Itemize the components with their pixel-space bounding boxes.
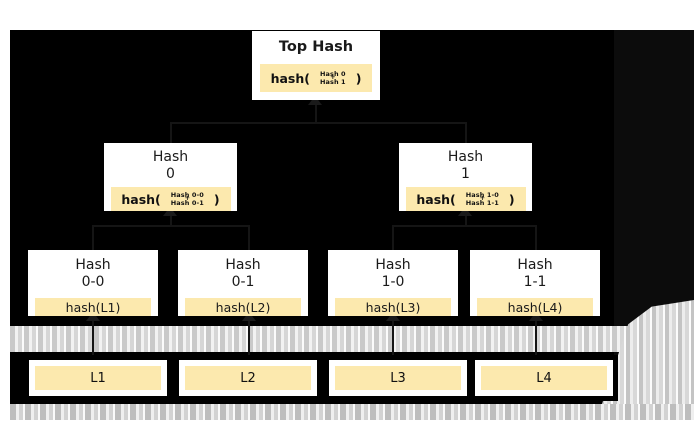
arrow-into-hash-1 <box>458 207 472 216</box>
top-hash-chip-operator: + <box>330 73 336 82</box>
edge-to-hash-1-0 <box>392 225 394 250</box>
edge-to-hash-0-0 <box>92 225 94 250</box>
hash-0-label: Hash 0 <box>152 149 189 182</box>
node-hash-1-1[interactable]: Hash 1-1 hash(L4) <box>470 250 600 316</box>
hash-1-label: Hash 1 <box>447 149 484 182</box>
node-hash-0-0[interactable]: Hash 0-0 hash(L1) <box>28 250 158 316</box>
hash-1-chip-fn: hash( <box>416 191 456 207</box>
edge-top-to-mid-stem <box>315 100 317 122</box>
hash-0-chip-args: Hash 0-0 + Hash 0-1 <box>171 192 204 207</box>
edge-l1-to-hash <box>92 316 94 356</box>
background-texture-band-lower <box>10 404 694 420</box>
edge-hash0-bar <box>92 225 248 227</box>
hash-1-chip-arg2: Hash 1-1 <box>465 198 499 207</box>
top-hash-chip-fn: hash( <box>270 70 310 86</box>
hash-0-chip-arg1: Hash 0-0 <box>170 190 204 199</box>
node-hash-0-1[interactable]: Hash 0-1 hash(L2) <box>178 250 308 316</box>
edge-to-hash-0 <box>170 122 172 143</box>
top-hash-chip-arg1: Hash 0 <box>319 69 346 78</box>
edge-to-hash-0-1 <box>248 225 250 250</box>
edge-to-hash-1 <box>465 122 467 143</box>
node-top-hash[interactable]: Top Hash hash( Hash 0 + Hash 1 ) <box>252 31 380 100</box>
hash-1-1-chip: hash(L4) <box>477 298 593 316</box>
data-block-l3[interactable]: L3 <box>324 355 472 401</box>
edge-to-hash-1-1 <box>535 225 537 250</box>
hash-1-chip-operator: + <box>479 194 486 203</box>
hash-0-chip-close: ) <box>213 191 220 207</box>
node-hash-1[interactable]: Hash 1 hash( Hash 1-0 + Hash 1-1 ) <box>399 143 532 211</box>
hash-0-chip-operator: + <box>184 194 191 203</box>
hash-0-1-label: Hash 0-1 <box>225 257 261 290</box>
arrow-into-top-hash <box>308 96 322 105</box>
hash-0-1-chip: hash(L2) <box>185 298 301 316</box>
background-texture-band <box>10 326 694 352</box>
hash-0-chip: hash( Hash 0-0 + Hash 0-1 ) <box>110 187 231 211</box>
top-hash-chip-arg2: Hash 1 <box>319 78 346 87</box>
hash-0-chip-arg2: Hash 0-1 <box>170 198 204 207</box>
edge-l3-to-hash <box>392 316 394 356</box>
hash-1-chip-args: Hash 1-0 + Hash 1-1 <box>466 192 499 207</box>
hash-1-chip-close: ) <box>508 191 515 207</box>
top-hash-label: Top Hash <box>278 39 354 55</box>
top-hash-chip-close: ) <box>355 70 362 86</box>
data-block-l4-label: L4 <box>481 366 607 390</box>
arrow-into-hash-0-1 <box>242 312 256 321</box>
edge-l4-to-hash <box>535 316 537 356</box>
hash-0-0-label: Hash 0-0 <box>75 257 111 290</box>
node-hash-1-0[interactable]: Hash 1-0 hash(L3) <box>328 250 458 316</box>
hash-1-1-label: Hash 1-1 <box>517 257 553 290</box>
hash-0-chip-fn: hash( <box>121 191 161 207</box>
hash-1-0-chip: hash(L3) <box>335 298 451 316</box>
data-block-l3-label: L3 <box>335 366 461 390</box>
hash-0-0-chip: hash(L1) <box>35 298 151 316</box>
hash-1-0-label: Hash 1-0 <box>375 257 411 290</box>
hash-1-chip: hash( Hash 1-0 + Hash 1-1 ) <box>405 187 526 211</box>
data-block-l1-label: L1 <box>35 366 161 390</box>
arrow-into-hash-1-0 <box>386 312 400 321</box>
arrow-into-hash-1-1 <box>529 312 543 321</box>
edge-hash1-bar <box>392 225 536 227</box>
top-hash-chip: hash( Hash 0 + Hash 1 ) <box>260 64 372 93</box>
node-hash-0[interactable]: Hash 0 hash( Hash 0-0 + Hash 0-1 ) <box>104 143 237 211</box>
edge-hash0-stem <box>170 211 172 225</box>
arrow-into-hash-0-0 <box>86 312 100 321</box>
edge-l2-to-hash <box>248 316 250 356</box>
top-hash-chip-args: Hash 0 + Hash 1 <box>320 71 346 86</box>
arrow-into-hash-0 <box>163 207 177 216</box>
data-block-l2[interactable]: L2 <box>174 355 322 401</box>
data-block-l2-label: L2 <box>185 366 311 390</box>
data-block-l4[interactable]: L4 <box>470 355 618 401</box>
edge-hash1-stem <box>465 211 467 225</box>
data-block-l1[interactable]: L1 <box>24 355 172 401</box>
hash-1-chip-arg1: Hash 1-0 <box>465 190 499 199</box>
edge-top-to-mid-bar <box>170 122 466 124</box>
